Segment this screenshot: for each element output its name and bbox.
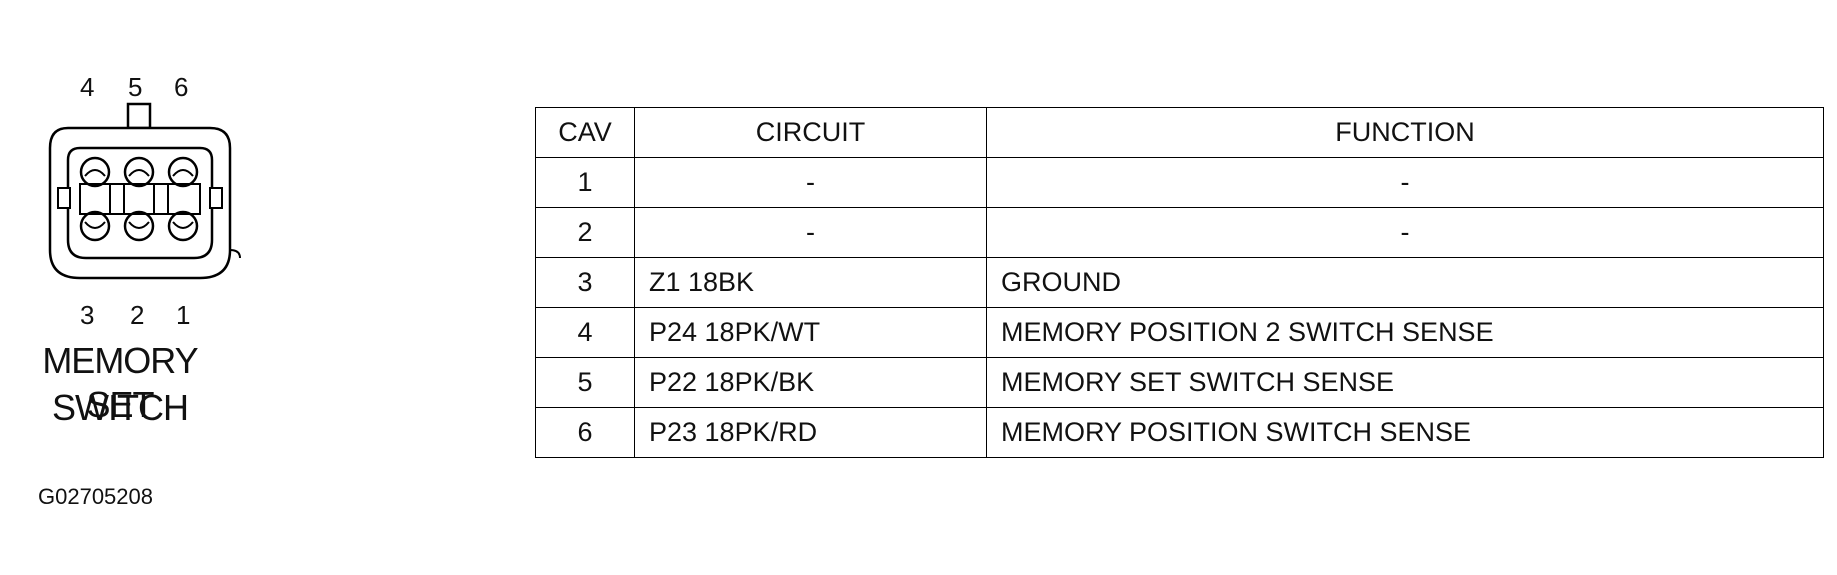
table-header-row: CAV CIRCUIT FUNCTION: [535, 107, 1824, 158]
cell-circuit: P23 18PK/RD: [634, 407, 987, 458]
cell-function: MEMORY POSITION SWITCH SENSE: [986, 407, 1824, 458]
table-row: 4 P24 18PK/WT MEMORY POSITION 2 SWITCH S…: [535, 307, 1824, 358]
header-function: FUNCTION: [986, 107, 1824, 158]
cell-cav: 4: [535, 307, 635, 358]
cell-circuit: P24 18PK/WT: [634, 307, 987, 358]
cell-circuit: -: [634, 157, 987, 208]
header-cav: CAV: [535, 107, 635, 158]
table-row: 3 Z1 18BK GROUND: [535, 257, 1824, 308]
pin-label-6: 6: [174, 72, 189, 102]
cell-function: GROUND: [986, 257, 1824, 308]
header-circuit: CIRCUIT: [634, 107, 987, 158]
pinout-table: CAV CIRCUIT FUNCTION 1 - - 2 - - 3 Z1 18…: [535, 107, 1824, 458]
cell-cav: 3: [535, 257, 635, 308]
cell-cav: 1: [535, 157, 635, 208]
cell-cav: 2: [535, 207, 635, 258]
cell-cav: 5: [535, 357, 635, 408]
table-row: 6 P23 18PK/RD MEMORY POSITION SWITCH SEN…: [535, 407, 1824, 458]
cell-function: MEMORY POSITION 2 SWITCH SENSE: [986, 307, 1824, 358]
cell-cav: 6: [535, 407, 635, 458]
pin-label-2: 2: [130, 300, 145, 330]
cell-circuit: -: [634, 207, 987, 258]
cell-function: -: [986, 157, 1824, 208]
table-row: 2 - -: [535, 207, 1824, 258]
cell-function: -: [986, 207, 1824, 258]
pin-label-4: 4: [80, 72, 95, 102]
cell-circuit: Z1 18BK: [634, 257, 987, 308]
pin-label-5: 5: [128, 72, 143, 102]
connector-name-line1: MEMORY SET: [42, 340, 198, 425]
table-row: 5 P22 18PK/BK MEMORY SET SWITCH SENSE: [535, 357, 1824, 408]
pin-label-1: 1: [176, 300, 191, 330]
connector-face-icon: [48, 102, 241, 280]
connector-name-line2: SWITCH: [52, 387, 189, 428]
table-row: 1 - -: [535, 157, 1824, 208]
figure-id: G02705208: [38, 484, 153, 509]
pin-label-3: 3: [80, 300, 95, 330]
cell-circuit: P22 18PK/BK: [634, 357, 987, 408]
cell-function: MEMORY SET SWITCH SENSE: [986, 357, 1824, 408]
